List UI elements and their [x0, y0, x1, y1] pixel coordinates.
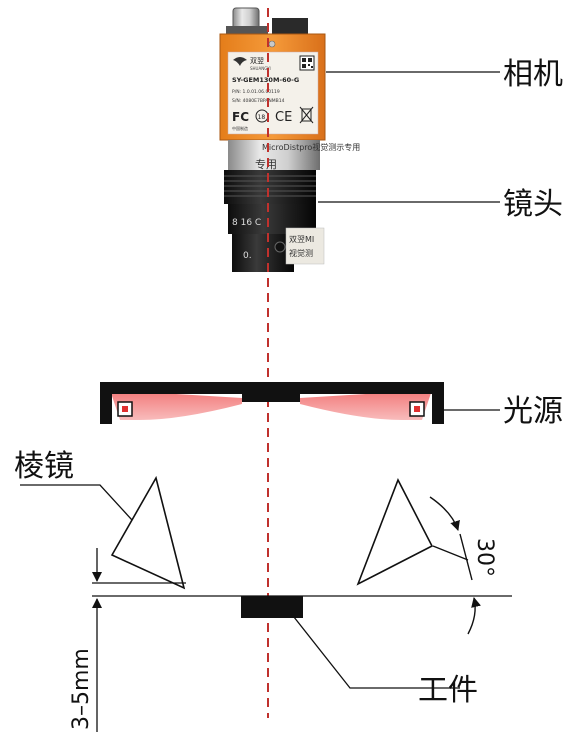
light-glow-right	[300, 390, 432, 420]
lens-sticker	[285, 227, 325, 265]
lens-sticker-line1: 双翌MI	[289, 235, 314, 244]
camera-pn: P/N: 1.0.01.06.00119	[232, 89, 280, 95]
light-glow	[110, 390, 242, 420]
screw-icon	[268, 40, 276, 48]
prism-left	[110, 475, 186, 590]
label-lens: 镜头	[503, 187, 563, 222]
camera-cable-block	[272, 18, 308, 36]
led-right-core	[414, 406, 420, 412]
label-prism: 棱镜	[14, 449, 74, 484]
label-light-source: 光源	[503, 394, 563, 429]
lens-silver-ring	[228, 140, 320, 170]
light-source	[100, 382, 444, 424]
light-housing	[100, 382, 444, 424]
lens-knurl	[224, 175, 316, 197]
lens-ring-text-2: 专用	[255, 157, 277, 171]
lens-ring-text: MicroDistpro视觉测示专用	[262, 142, 360, 152]
qr-code-icon	[299, 55, 315, 71]
angle-arc-upper	[429, 496, 460, 531]
label-camera: 相机	[503, 57, 563, 92]
lens: MicroDistpro视觉测示专用 专用 8 16 C 0. 双翌MI 视觉测	[224, 140, 360, 272]
camera-made-in: 中国制造	[232, 125, 248, 131]
camera-model: SY-GEM130M-60-G	[232, 76, 299, 84]
prism-right	[356, 478, 434, 586]
label-distance: 3–5mm	[69, 648, 94, 730]
lens-lower-barrel	[232, 234, 294, 272]
lens-sticker-line2: 视觉测	[289, 248, 313, 258]
led-left-core	[122, 406, 128, 412]
cert-number: 18	[258, 114, 266, 121]
angle-arc-lower	[467, 597, 481, 635]
weee-bin-icon	[299, 106, 314, 124]
brand-logo-icon	[233, 57, 247, 66]
label-angle: 30°	[472, 538, 497, 577]
cert-ce-mark: CE	[275, 110, 292, 125]
lens-aperture-zero: 0.	[243, 251, 252, 261]
angle-arc-mid	[459, 533, 473, 581]
lens-focus-ring	[224, 170, 316, 204]
lens-aperture-marks: 8 16 C	[232, 218, 261, 228]
leader-workpiece	[289, 611, 460, 689]
camera: 双翌 SHUANGYI SY-GEM130M-60-G P/N: 1.0.01.…	[219, 7, 326, 141]
lens-lock-screw-icon	[274, 241, 286, 253]
camera-brand-en: SHUANGYI	[250, 66, 271, 71]
label-workpiece: 工件	[418, 673, 478, 708]
camera-sn: S/N: 4080E7BPANMB14	[232, 98, 285, 104]
camera-brand-cn: 双翌	[250, 57, 264, 65]
workpiece	[241, 596, 303, 618]
cert-fc-mark: FC	[232, 110, 249, 124]
camera-connector-base	[226, 26, 268, 36]
angle-ref-line	[432, 545, 469, 561]
leader-prism	[20, 484, 133, 521]
